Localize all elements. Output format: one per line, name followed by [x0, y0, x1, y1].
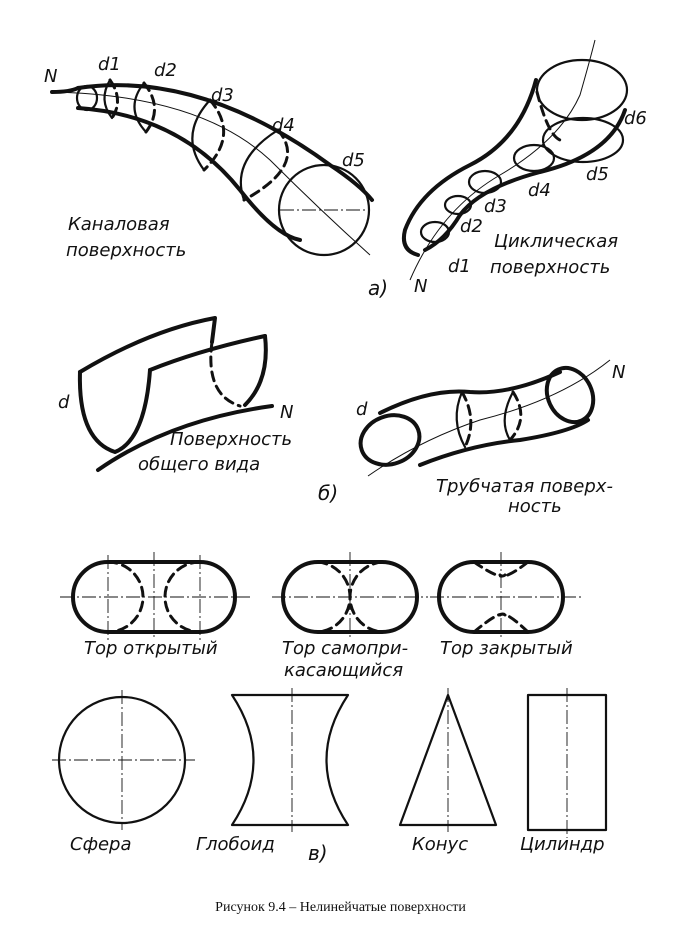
cyc-d3: d3 — [484, 196, 507, 217]
general-axis-n: N — [280, 402, 293, 423]
general-label-1: Поверхность — [170, 429, 292, 450]
section-d2: d2 — [154, 60, 177, 81]
tubular-curve-d: d — [356, 399, 368, 420]
section-d3: d3 — [211, 85, 234, 106]
cone-label: Конус — [412, 834, 468, 855]
torus-open-label: Тор открытый — [84, 638, 218, 659]
tubular-surface — [358, 359, 611, 477]
cyclic-label-1: Циклическая — [494, 231, 618, 252]
channel-label-2: поверхность — [66, 240, 186, 261]
cyc-d2: d2 — [460, 216, 483, 237]
channel-labels: N d1 d2 d3 d4 d5 Каналовая поверхность а… — [44, 54, 388, 300]
globoid-shape — [230, 688, 350, 832]
cyc-axis-letter: N — [414, 276, 427, 297]
sphere-shape — [52, 690, 195, 830]
tori-labels: Тор открытый Тор самопри- касающийся Тор… — [84, 638, 573, 681]
torus-closed-label: Тор закрытый — [440, 638, 573, 659]
cyc-d4: d4 — [528, 180, 551, 201]
tubular-label-1: Трубчатая поверх- — [436, 476, 613, 497]
general-curve-d: d — [58, 392, 70, 413]
part-label-c: в) — [308, 841, 328, 865]
part-label-a: а) — [368, 276, 388, 300]
tubular-labels: d N Трубчатая поверх- ность — [356, 362, 625, 517]
torus-closed — [430, 552, 582, 640]
section-d1: d1 — [98, 54, 121, 75]
channel-surface — [50, 78, 374, 257]
cone-shape — [398, 688, 498, 832]
cyclic-labels: d6 d5 d4 d3 d2 d1 N Циклическая поверхно… — [414, 108, 647, 297]
cylinder-shape — [526, 688, 608, 838]
torus-open — [60, 552, 250, 640]
axis-letter-n: N — [44, 66, 57, 87]
cyc-d5: d5 — [586, 164, 609, 185]
tubular-label-2: ность — [508, 496, 562, 517]
section-d5: d5 — [342, 150, 365, 171]
cyclic-label-2: поверхность — [490, 257, 610, 278]
part-label-b: б) — [318, 481, 338, 505]
torus-self-label-1: Тор самопри- — [282, 638, 408, 659]
general-labels: d N Поверхность общего вида б) — [58, 392, 338, 505]
solids-labels: Сфера Глобоид в) Конус Цилиндр — [70, 834, 605, 865]
cylinder-label: Цилиндр — [520, 834, 605, 855]
general-surface — [77, 316, 274, 472]
torus-self-touching — [272, 552, 428, 640]
cyc-d1: d1 — [448, 256, 471, 277]
channel-label-1: Каналовая — [68, 214, 170, 235]
general-label-2: общего вида — [138, 454, 260, 475]
section-d4: d4 — [272, 115, 295, 136]
globoid-label: Глобоид — [196, 834, 275, 855]
tubular-axis-n: N — [612, 362, 625, 383]
cyc-d6: d6 — [624, 108, 647, 129]
figure-caption: Рисунок 9.4 – Нелинейчатые поверхности — [215, 900, 466, 915]
torus-self-label-2: касающийся — [284, 660, 403, 681]
cyclic-surface — [401, 39, 629, 281]
sphere-label: Сфера — [70, 834, 132, 855]
